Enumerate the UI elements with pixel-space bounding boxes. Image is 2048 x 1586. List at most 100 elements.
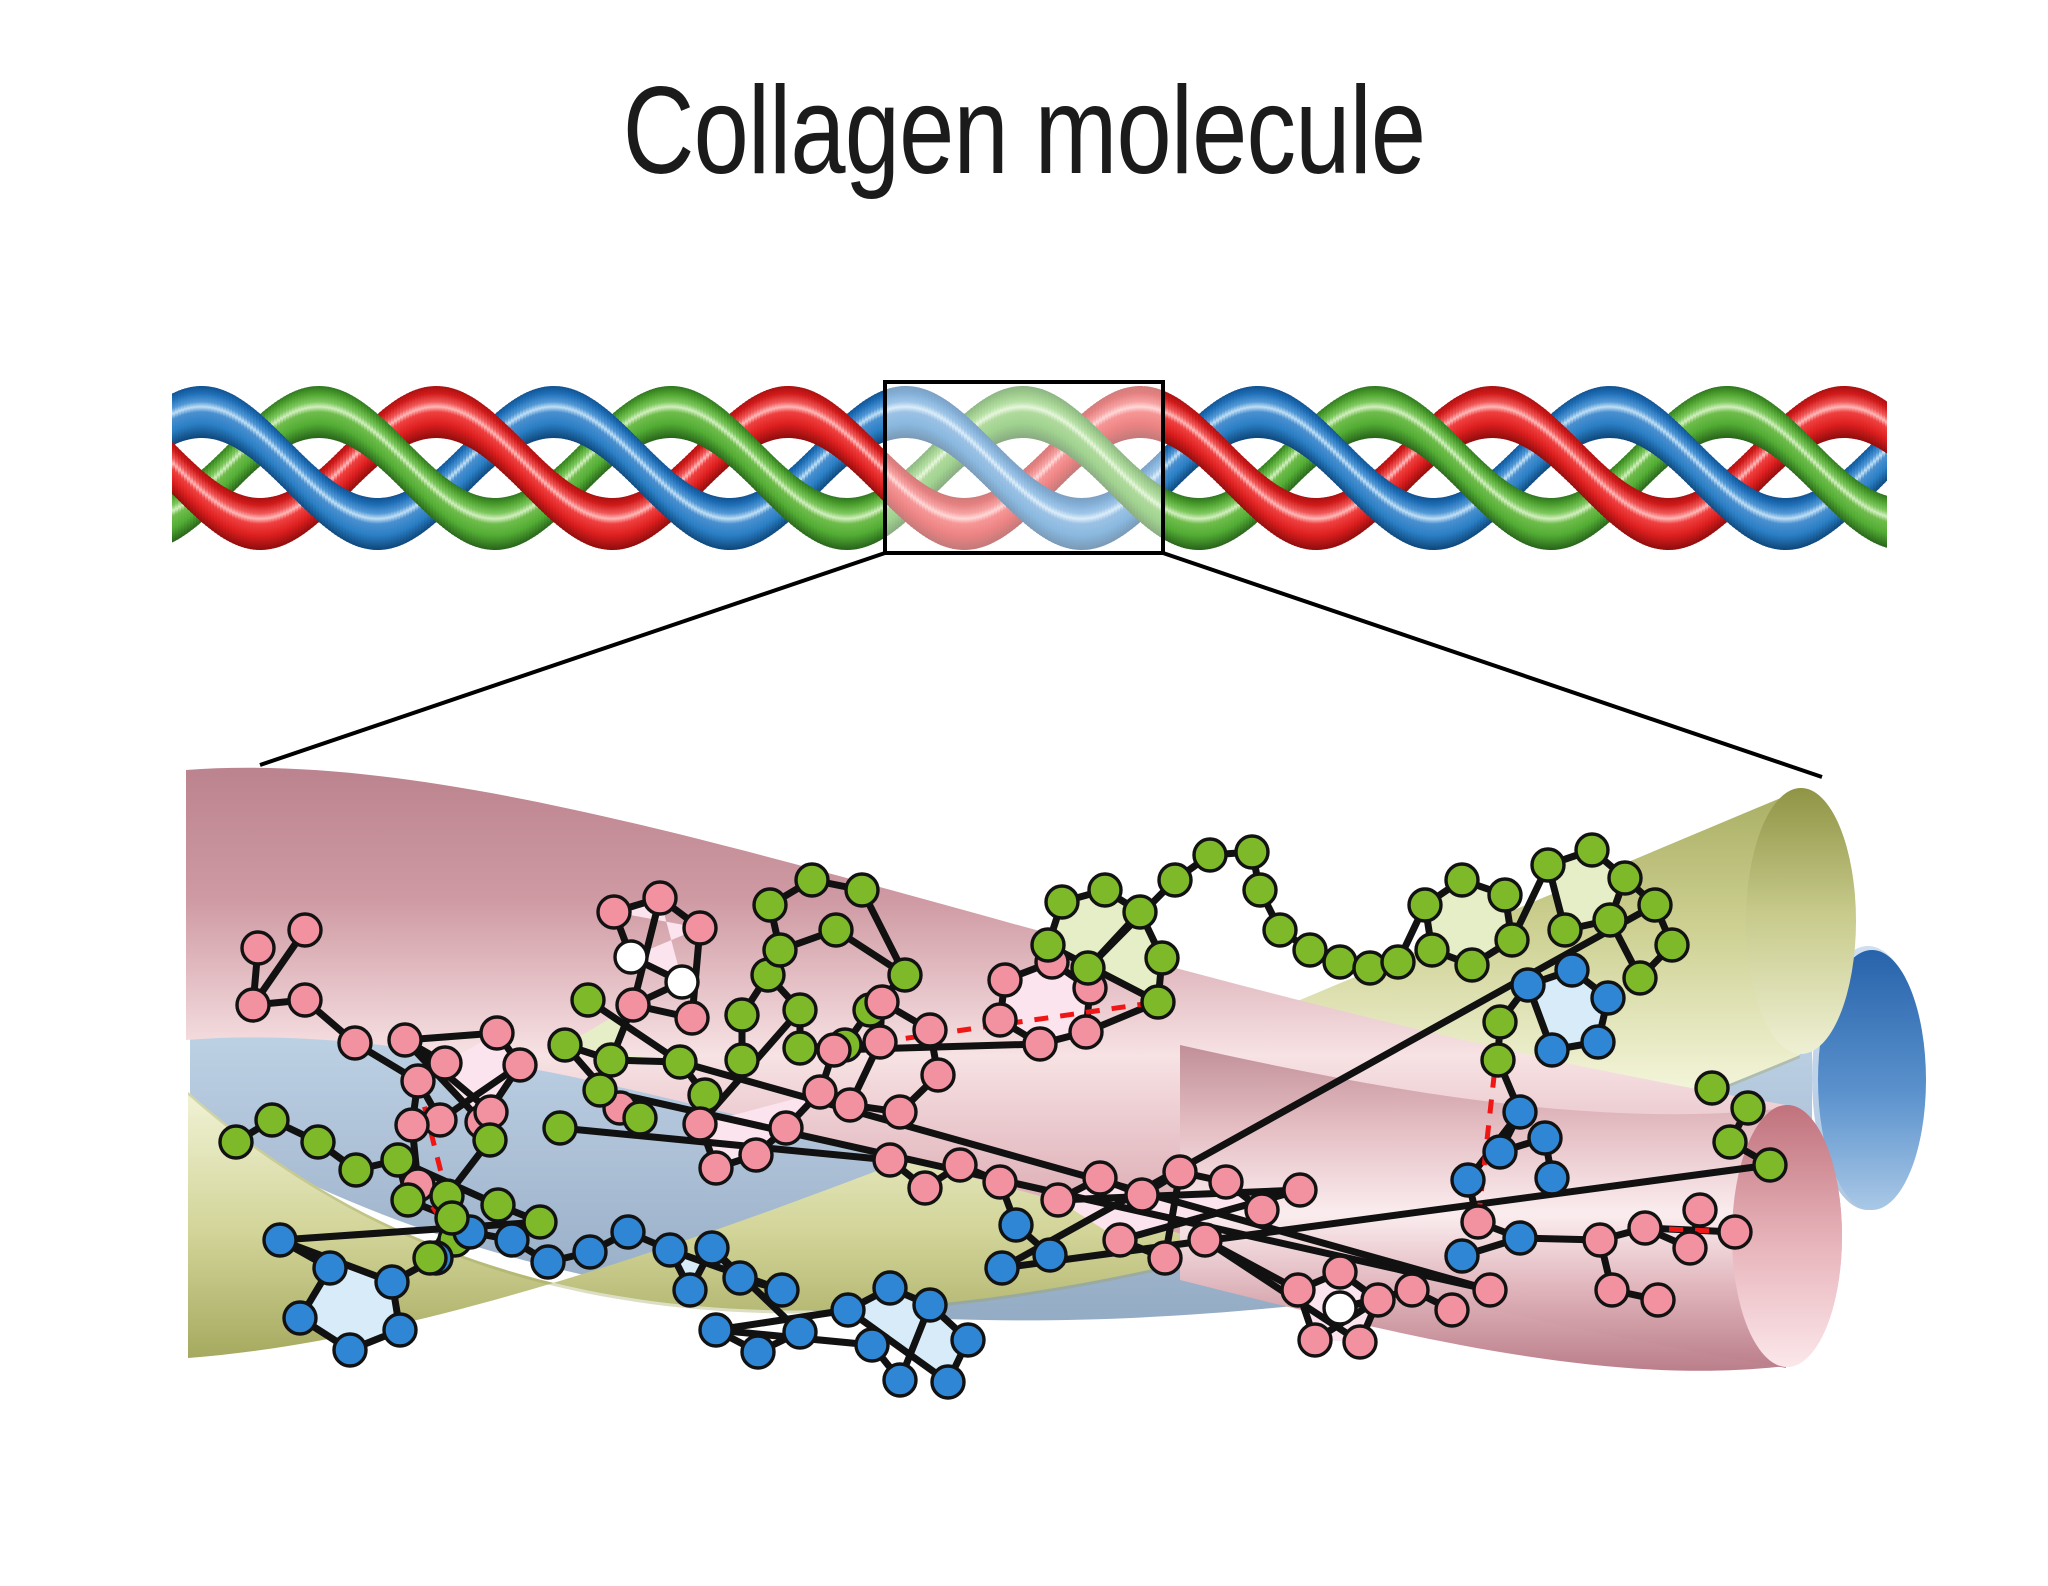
atom-node bbox=[1640, 1282, 1676, 1318]
covalent-bond bbox=[556, 1124, 894, 1164]
covalent-bond bbox=[584, 996, 684, 1066]
atom-node bbox=[1282, 1172, 1318, 1208]
atom-node bbox=[674, 1000, 710, 1036]
atom-node bbox=[494, 1222, 530, 1258]
atom-node bbox=[1694, 1070, 1730, 1106]
atom-node bbox=[1472, 1272, 1508, 1308]
atom-node bbox=[882, 1362, 918, 1398]
covalent-bond bbox=[844, 1306, 952, 1386]
atom-node bbox=[1482, 1004, 1518, 1040]
atom-node bbox=[593, 1042, 629, 1078]
atom-node bbox=[1482, 1134, 1518, 1170]
atom-node bbox=[782, 1030, 818, 1066]
atom-node bbox=[907, 1170, 943, 1206]
covalent-bond bbox=[998, 901, 1659, 1272]
atom-node bbox=[1157, 862, 1193, 898]
atom-node bbox=[400, 1063, 436, 1099]
atom-node bbox=[1574, 832, 1610, 868]
atom-node bbox=[1022, 1026, 1058, 1062]
atom-node bbox=[862, 1024, 898, 1060]
atom-node bbox=[768, 1110, 804, 1146]
atom-node bbox=[682, 910, 718, 946]
atom-node bbox=[332, 1332, 368, 1368]
atom-node bbox=[1637, 887, 1673, 923]
atom-node bbox=[1487, 877, 1523, 913]
atom-node bbox=[1654, 927, 1690, 963]
atom-node bbox=[1122, 894, 1158, 930]
atom-node bbox=[982, 1164, 1018, 1200]
atom-node bbox=[394, 1107, 430, 1143]
atom-node bbox=[1032, 1237, 1068, 1273]
atom-node bbox=[1124, 1177, 1160, 1213]
zoom-selection-box[interactable] bbox=[883, 380, 1165, 555]
atom-node bbox=[1102, 1222, 1138, 1258]
atom-node bbox=[572, 1234, 608, 1270]
atom-node bbox=[1407, 887, 1443, 923]
atom-node bbox=[1672, 1230, 1708, 1266]
atom-node bbox=[300, 1124, 336, 1160]
atom-node bbox=[950, 1322, 986, 1358]
atom-node bbox=[1450, 1162, 1486, 1198]
atom-node bbox=[1414, 932, 1450, 968]
atom-node bbox=[254, 1102, 290, 1138]
atom-node bbox=[1162, 1154, 1198, 1190]
atom-node bbox=[930, 1364, 966, 1400]
atom-node bbox=[1380, 944, 1416, 980]
atom-node bbox=[596, 894, 632, 930]
atom-node bbox=[794, 862, 830, 898]
atom-node bbox=[337, 1025, 373, 1061]
atom-node bbox=[427, 1045, 463, 1081]
atom-node bbox=[472, 1122, 508, 1158]
atom-node bbox=[479, 1015, 515, 1051]
atom-node bbox=[1622, 960, 1658, 996]
atom-node bbox=[1590, 980, 1626, 1016]
atom-node bbox=[390, 1182, 426, 1218]
atom-node bbox=[687, 1077, 723, 1113]
atom-node bbox=[542, 1110, 578, 1146]
atom-node bbox=[698, 1150, 734, 1186]
atom-node bbox=[832, 1087, 868, 1123]
ring-polygon bbox=[565, 1005, 680, 1062]
atom-node bbox=[615, 987, 651, 1023]
atom-node bbox=[1502, 1220, 1538, 1256]
atom-node bbox=[1717, 1214, 1753, 1250]
atom-node bbox=[522, 1204, 558, 1240]
atom-node bbox=[844, 872, 880, 908]
atom-node bbox=[1242, 872, 1278, 908]
molecule-atoms bbox=[218, 832, 1788, 1400]
atom-node bbox=[480, 1187, 516, 1223]
atom-node bbox=[724, 997, 760, 1033]
atom-node bbox=[920, 1057, 956, 1093]
atom-node bbox=[1297, 1322, 1333, 1358]
atom-node bbox=[1434, 1292, 1470, 1328]
atom-node bbox=[1752, 1147, 1788, 1183]
atom-node bbox=[1460, 1204, 1496, 1240]
atom-node bbox=[672, 1272, 708, 1308]
atom-node bbox=[942, 1147, 978, 1183]
atom-node bbox=[502, 1047, 538, 1083]
atom-node bbox=[1040, 1182, 1076, 1218]
atom-node bbox=[1454, 947, 1490, 983]
atom-node bbox=[1582, 1222, 1618, 1258]
atom-node bbox=[282, 1300, 318, 1336]
atom-node bbox=[610, 1214, 646, 1250]
atom-node bbox=[1712, 1124, 1748, 1160]
atom-node bbox=[240, 930, 276, 966]
ring-polygon bbox=[848, 1288, 968, 1382]
atom-node bbox=[984, 1250, 1020, 1286]
atom-node bbox=[664, 964, 700, 1000]
atom-node bbox=[1068, 1014, 1104, 1050]
atom-node bbox=[830, 1292, 866, 1328]
covalent-bond bbox=[712, 1306, 852, 1334]
atom-node bbox=[1502, 1094, 1538, 1130]
atom-node bbox=[1140, 984, 1176, 1020]
page-title: Collagen molecule bbox=[622, 62, 1426, 200]
atom-node bbox=[1534, 1160, 1570, 1196]
atom-node bbox=[1444, 862, 1480, 898]
hydrogen-bond bbox=[879, 999, 1159, 1045]
atom-node bbox=[872, 1270, 908, 1306]
atom-node bbox=[642, 880, 678, 916]
atom-node bbox=[582, 1072, 618, 1108]
atom-node bbox=[1534, 1032, 1570, 1068]
atom-node bbox=[872, 1142, 908, 1178]
